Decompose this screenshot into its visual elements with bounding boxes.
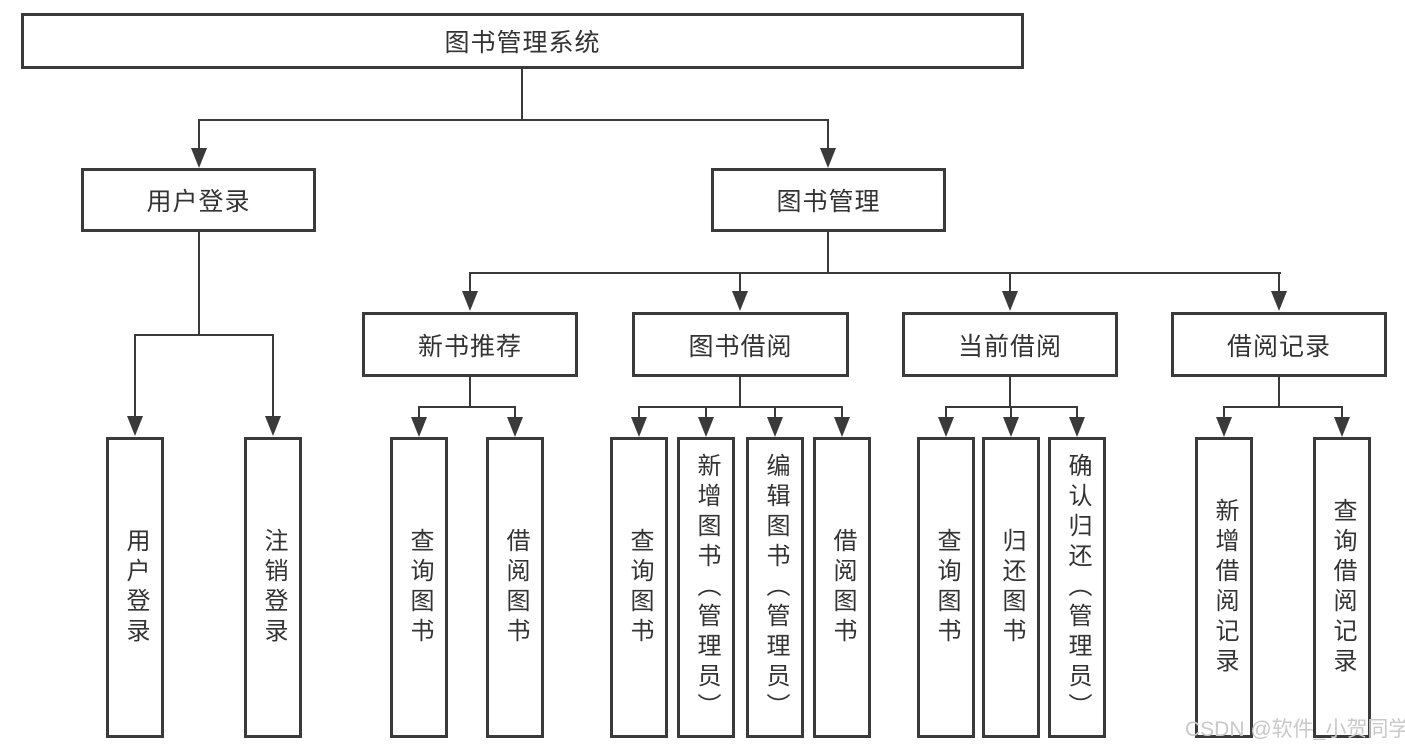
connector-line (1341, 406, 1343, 419)
node-root-label: 图书管理系统 (444, 29, 601, 57)
leaf-borrow-borrow-books: 借阅图书 (813, 437, 871, 738)
leaf-label: 查询图书 (933, 527, 960, 648)
arrow-down-icon (767, 417, 783, 437)
connector-line (827, 119, 829, 150)
node-book-borrow: 图书借阅 (632, 312, 849, 377)
arrow-down-icon (462, 291, 478, 311)
node-label: 图书管理 (776, 188, 881, 216)
node-user-login: 用户登录 (81, 168, 316, 232)
leaf-label: 查询图书 (406, 527, 433, 648)
leaf-logout: 注销登录 (244, 437, 302, 738)
leaf-recommend-query-books: 查询图书 (390, 437, 448, 738)
connector-line (198, 119, 200, 150)
connector-line (1009, 376, 1011, 408)
leaf-label: 用户登录 (122, 527, 149, 648)
connector-line (1009, 272, 1011, 293)
leaf-label: 新增借阅记录 (1211, 497, 1238, 678)
connector-line (469, 376, 471, 408)
arrow-down-icon (698, 417, 714, 437)
arrow-down-icon (411, 417, 427, 437)
node-new-book-recommend: 新书推荐 (362, 312, 578, 377)
leaf-label: 归还图书 (998, 527, 1025, 648)
connector-line (827, 231, 829, 274)
connector-line (739, 376, 741, 408)
leaf-current-query-books: 查询图书 (917, 437, 975, 738)
leaf-label: 编辑图书（管理员） (762, 452, 789, 723)
connector-line (705, 406, 707, 419)
leaf-label: 借阅图书 (502, 527, 529, 648)
arrow-down-icon (1216, 417, 1232, 437)
leaf-label: 查询借阅记录 (1329, 497, 1356, 678)
connector-line (1278, 272, 1280, 293)
arrow-down-icon (507, 417, 523, 437)
connector-line (521, 69, 523, 121)
leaf-confirm-return-admin: 确认归还（管理员） (1048, 437, 1106, 738)
connector-line (1223, 406, 1225, 419)
node-borrow-records: 借阅记录 (1171, 312, 1387, 377)
arrow-down-icon (732, 291, 748, 311)
connector-line (514, 406, 516, 419)
connector-line (945, 406, 947, 419)
connector-line (134, 334, 274, 336)
arrow-down-icon (1003, 417, 1019, 437)
connector-line (739, 272, 741, 293)
connector-line (638, 406, 843, 408)
leaf-label: 新增图书（管理员） (693, 452, 720, 723)
connector-line (841, 406, 843, 419)
leaf-add-borrow-record: 新增借阅记录 (1195, 437, 1253, 738)
leaf-recommend-borrow-books: 借阅图书 (486, 437, 544, 738)
leaf-return-books: 归还图书 (982, 437, 1040, 738)
leaf-add-book-admin: 新增图书（管理员） (677, 437, 735, 738)
connector-line (134, 334, 136, 418)
connector-line (638, 406, 640, 419)
connector-line (272, 334, 274, 418)
arrow-down-icon (1334, 417, 1350, 437)
node-root: 图书管理系统 (21, 13, 1024, 69)
connector-line (1010, 406, 1012, 419)
arrow-down-icon (191, 148, 207, 168)
node-label: 借阅记录 (1226, 332, 1331, 361)
leaf-user-login: 用户登录 (106, 437, 164, 738)
arrow-down-icon (938, 417, 954, 437)
node-label: 用户登录 (146, 188, 251, 216)
leaf-label: 注销登录 (260, 527, 287, 648)
connector-line (1223, 406, 1343, 408)
arrow-down-icon (265, 416, 281, 436)
connector-line (469, 272, 1281, 274)
leaf-query-borrow-record: 查询借阅记录 (1313, 437, 1371, 738)
leaf-label: 确认归还（管理员） (1064, 452, 1091, 723)
connector-line (198, 231, 200, 336)
node-label: 图书借阅 (688, 332, 793, 361)
connector-line (418, 406, 420, 419)
csdn-watermark: CSDN @软件_小贺同学 (1185, 718, 1405, 741)
arrow-down-icon (1271, 291, 1287, 311)
leaf-label: 借阅图书 (829, 527, 856, 648)
leaf-borrow-query-books: 查询图书 (610, 437, 668, 738)
node-label: 当前借阅 (957, 332, 1062, 361)
leaf-label: 查询图书 (626, 527, 653, 648)
arrow-down-icon (631, 417, 647, 437)
arrow-down-icon (1069, 417, 1085, 437)
leaf-edit-book-admin: 编辑图书（管理员） (746, 437, 804, 738)
node-book-management: 图书管理 (711, 168, 946, 232)
node-current-borrow: 当前借阅 (902, 312, 1118, 377)
connector-line (1278, 376, 1280, 408)
connector-line (418, 406, 516, 408)
connector-line (469, 272, 471, 293)
arrow-down-icon (834, 417, 850, 437)
arrow-down-icon (1002, 291, 1018, 311)
node-label: 新书推荐 (417, 332, 522, 361)
connector-line (774, 406, 776, 419)
connector-line (198, 119, 829, 121)
connector-line (1076, 406, 1078, 419)
arrow-down-icon (820, 148, 836, 168)
arrow-down-icon (127, 416, 143, 436)
